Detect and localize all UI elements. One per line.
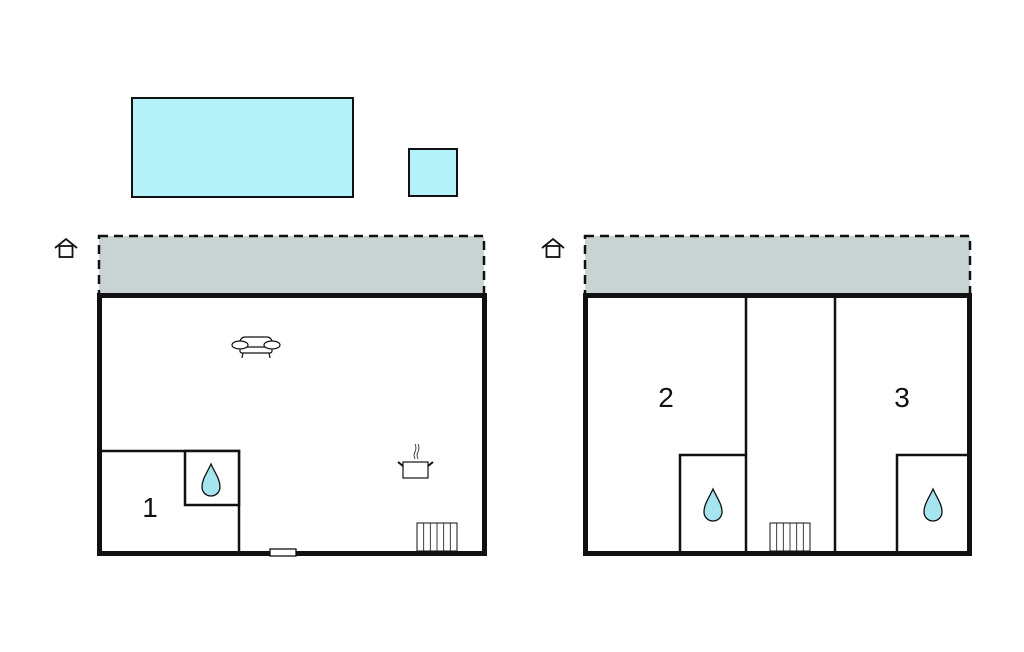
house-entrance-icon bbox=[54, 238, 78, 258]
cooking-pot-icon bbox=[397, 443, 434, 479]
pool-small bbox=[408, 148, 458, 197]
stairs-icon bbox=[416, 522, 458, 552]
room-label-1: 1 bbox=[142, 492, 158, 523]
stairs-icon bbox=[769, 522, 811, 552]
house-entrance-icon bbox=[541, 238, 565, 258]
sofa-icon bbox=[231, 336, 281, 359]
upper-floor-plan: 2 3 bbox=[541, 234, 972, 556]
room-label-3: 3 bbox=[894, 382, 910, 413]
bathroom-wall bbox=[678, 453, 746, 553]
room-label-2: 2 bbox=[658, 382, 674, 413]
terrace bbox=[97, 234, 486, 297]
bathroom-wall bbox=[895, 453, 968, 553]
outer-wall bbox=[97, 293, 487, 556]
outer-wall bbox=[583, 293, 972, 556]
door-icon[interactable] bbox=[269, 548, 297, 557]
pool-large bbox=[131, 97, 354, 198]
terrace bbox=[583, 234, 972, 297]
ground-floor-plan: 1 bbox=[54, 234, 487, 557]
